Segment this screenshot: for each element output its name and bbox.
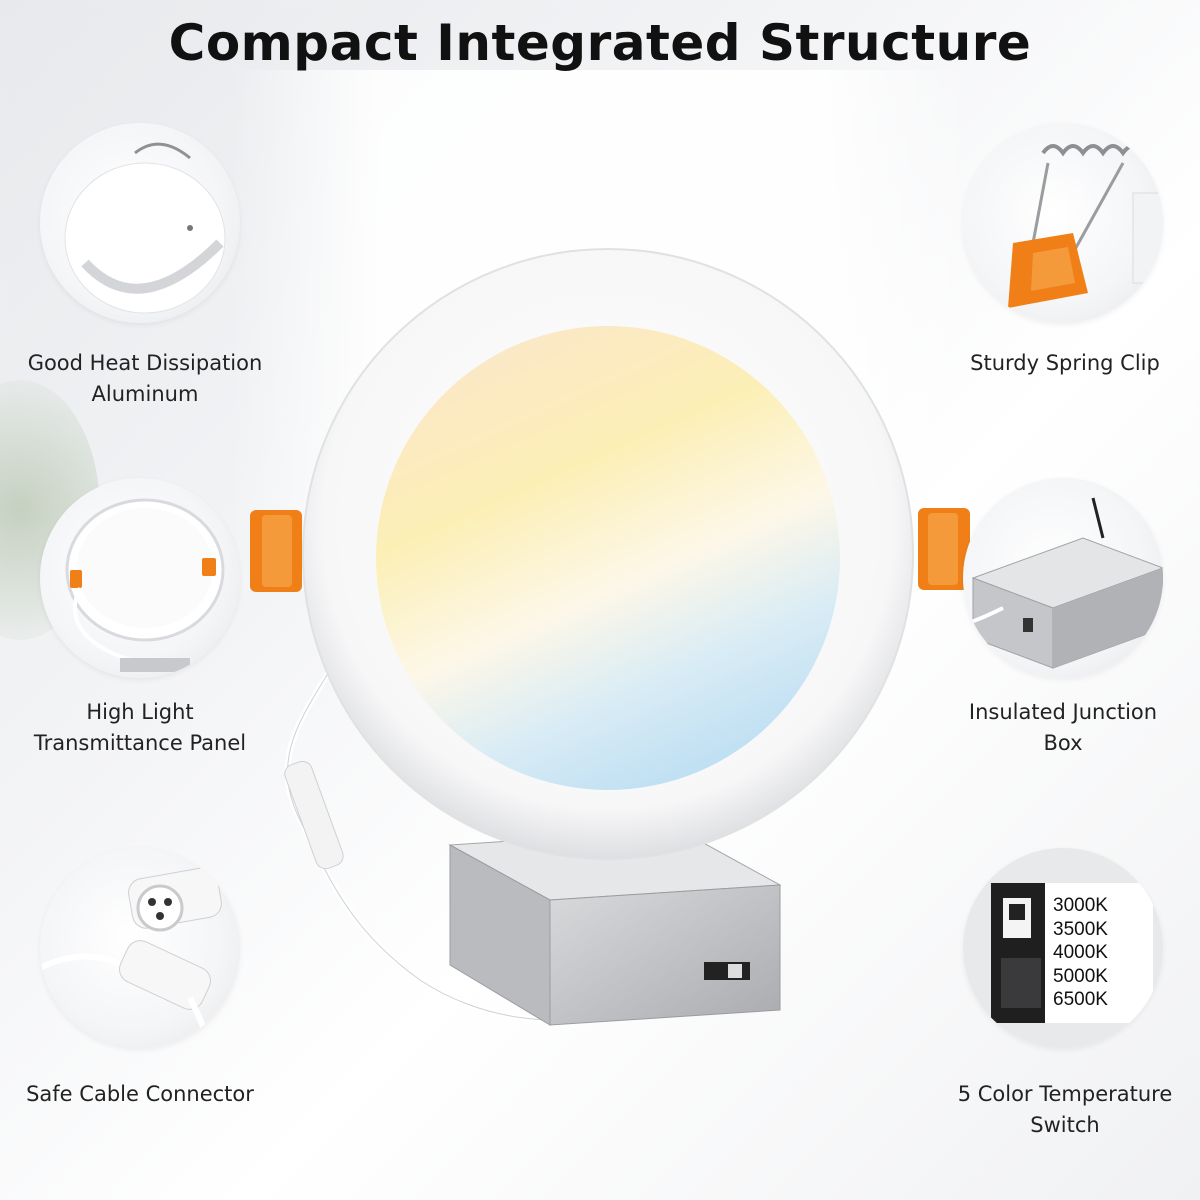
feature-label-heat-line2: Aluminum xyxy=(91,382,199,406)
feature-label-connector: Safe Cable Connector xyxy=(0,1079,285,1110)
junction-box-image xyxy=(963,478,1163,678)
cable-connector-image xyxy=(40,848,240,1048)
temp-option: 4000K xyxy=(1053,942,1108,963)
heat-dissipation-image xyxy=(40,123,240,323)
feature-label-panel-line1: High Light xyxy=(86,700,194,724)
feature-label-heat: Good Heat Dissipation Aluminum xyxy=(0,348,290,410)
feature-label-junction-line2: Box xyxy=(1043,731,1083,755)
temp-option: 3500K xyxy=(1053,918,1108,940)
feature-label-heat-line1: Good Heat Dissipation xyxy=(27,351,263,375)
temp-option: 6500K xyxy=(1053,989,1108,1010)
feature-label-switch-line2: Switch xyxy=(1030,1113,1100,1137)
feature-label-panel-line2: Transmittance Panel xyxy=(33,731,247,755)
main-light-lens xyxy=(376,326,840,790)
cable-connector-plug xyxy=(284,760,344,870)
light-panel-image xyxy=(40,478,240,678)
color-temperature-list: 3000K 3500K 4000K 5000K 6500K xyxy=(1053,894,1133,1012)
feature-label-junction-line1: Insulated Junction xyxy=(968,700,1158,724)
feature-label-junction: Insulated Junction Box xyxy=(918,697,1200,759)
color-temperature-switch-image xyxy=(963,848,1163,1048)
feature-label-switch: 5 Color Temperature Switch xyxy=(920,1079,1200,1141)
page-title: Compact Integrated Structure xyxy=(168,14,1032,72)
main-spring-clip-right xyxy=(918,508,970,590)
feature-label-connector-line1: Safe Cable Connector xyxy=(26,1082,254,1106)
feature-label-panel: High Light Transmittance Panel xyxy=(0,697,285,759)
feature-label-switch-line1: 5 Color Temperature xyxy=(957,1082,1173,1106)
feature-label-clip: Sturdy Spring Clip xyxy=(920,348,1200,379)
spring-clip-image xyxy=(963,123,1163,323)
temp-option: 5000K xyxy=(1053,965,1108,987)
temp-option: 3000K xyxy=(1053,895,1108,916)
feature-label-clip-line1: Sturdy Spring Clip xyxy=(970,351,1160,375)
main-spring-clip-left xyxy=(250,510,302,592)
